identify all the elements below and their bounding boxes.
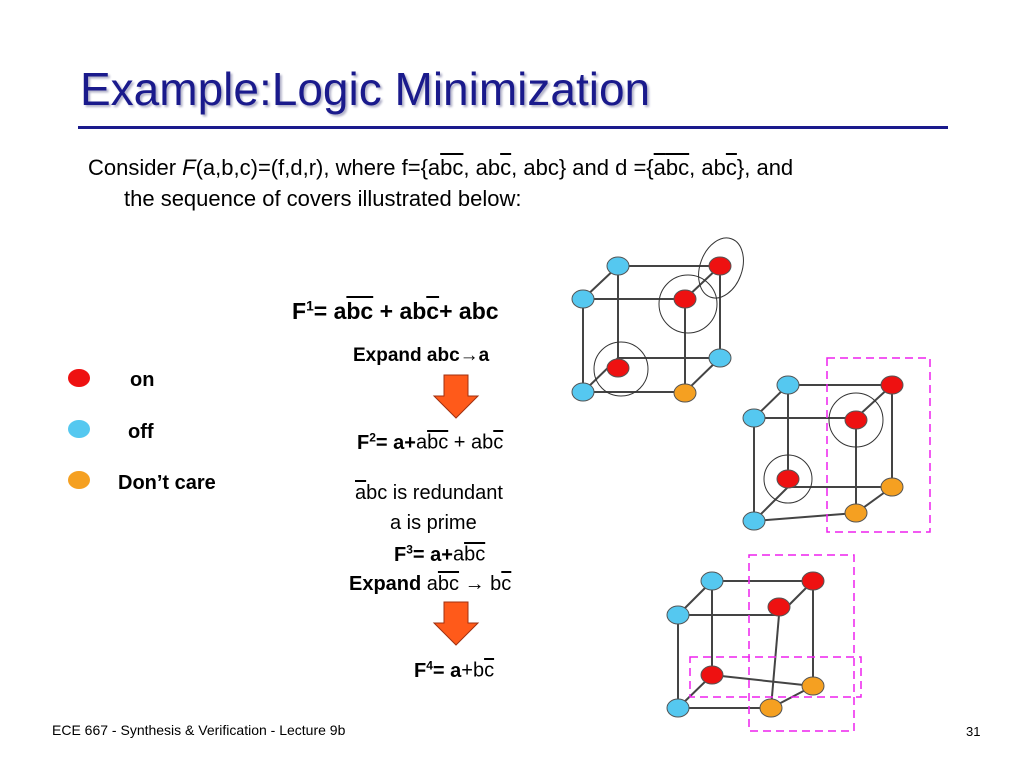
cube-3-dashed-box-vertical xyxy=(748,554,855,732)
cube-3-vertices xyxy=(666,571,825,718)
cube-3 xyxy=(677,580,814,709)
vertex-off xyxy=(606,256,630,276)
f4-equation: F4= a+bc xyxy=(414,658,495,682)
vertex-off xyxy=(571,382,595,402)
legend-on-label: on xyxy=(130,369,155,391)
vertex-dont-care xyxy=(759,698,783,718)
cube-circle xyxy=(658,274,718,334)
cube-2 xyxy=(753,384,893,522)
title-underline xyxy=(78,126,948,129)
cube-circle xyxy=(828,392,884,448)
cube-1 xyxy=(582,265,721,393)
f2-equation: F2= a+abc + abc xyxy=(357,430,504,454)
f1-equation: F1= abc + abc+ abc xyxy=(292,298,499,324)
vertex-off xyxy=(708,348,732,368)
intro-line-2: the sequence of covers illustrated below… xyxy=(124,186,522,211)
vertex-off xyxy=(666,698,690,718)
f3-equation: F3= a+abc xyxy=(394,542,486,566)
vertex-off xyxy=(742,408,766,428)
cube-1-vertices xyxy=(571,256,732,403)
expand-step-1: Expand abc→a xyxy=(353,345,490,366)
prime-note: a is prime xyxy=(390,512,477,534)
legend-dontcare-dot xyxy=(68,471,90,489)
vertex-on xyxy=(700,665,724,685)
expand-step-2: Expand abc → bc xyxy=(349,573,512,595)
legend-off-label: off xyxy=(128,421,154,443)
intro-text: Consider F(a,b,c)=(f,d,r), where f={abc,… xyxy=(88,152,948,214)
vertex-on xyxy=(673,289,697,309)
footer-text: ECE 667 - Synthesis & Verification - Lec… xyxy=(52,722,346,738)
vertex-dont-care xyxy=(880,477,904,497)
vertex-off xyxy=(742,511,766,531)
slide-title: Example:Logic Minimization xyxy=(80,63,651,115)
cube-2-dashed-box xyxy=(826,357,931,533)
vertex-off xyxy=(666,605,690,625)
vertex-dont-care xyxy=(801,676,825,696)
vertex-on xyxy=(801,571,825,591)
cube-2-prime-circles xyxy=(763,392,884,504)
redundant-note: abc is redundant xyxy=(355,482,503,504)
legend-dontcare-label: Don’t care xyxy=(118,472,216,494)
vertex-off xyxy=(776,375,800,395)
legend-off-dot xyxy=(68,420,90,438)
vertex-on xyxy=(606,358,630,378)
vertex-on xyxy=(708,256,732,276)
page-number: 31 xyxy=(966,724,981,739)
down-arrow-1 xyxy=(432,374,480,419)
vertex-on xyxy=(767,597,791,617)
vertex-off xyxy=(571,289,595,309)
legend-on-dot xyxy=(68,369,90,387)
cube-circle xyxy=(593,341,649,397)
vertex-on xyxy=(880,375,904,395)
vertex-on xyxy=(776,469,800,489)
vertex-dont-care xyxy=(844,503,868,523)
vertex-off xyxy=(700,571,724,591)
cube-2-vertices xyxy=(742,375,904,531)
vertex-dont-care xyxy=(673,383,697,403)
cube-1-prime-circles xyxy=(593,237,744,397)
intro-line-1: Consider F(a,b,c)=(f,d,r), where f={abc,… xyxy=(88,155,794,180)
cube-circle xyxy=(698,237,744,299)
vertex-on xyxy=(844,410,868,430)
cube-3-dashed-box-horizontal xyxy=(689,656,862,698)
cube-circle xyxy=(763,454,813,504)
down-arrow-2 xyxy=(432,601,480,646)
